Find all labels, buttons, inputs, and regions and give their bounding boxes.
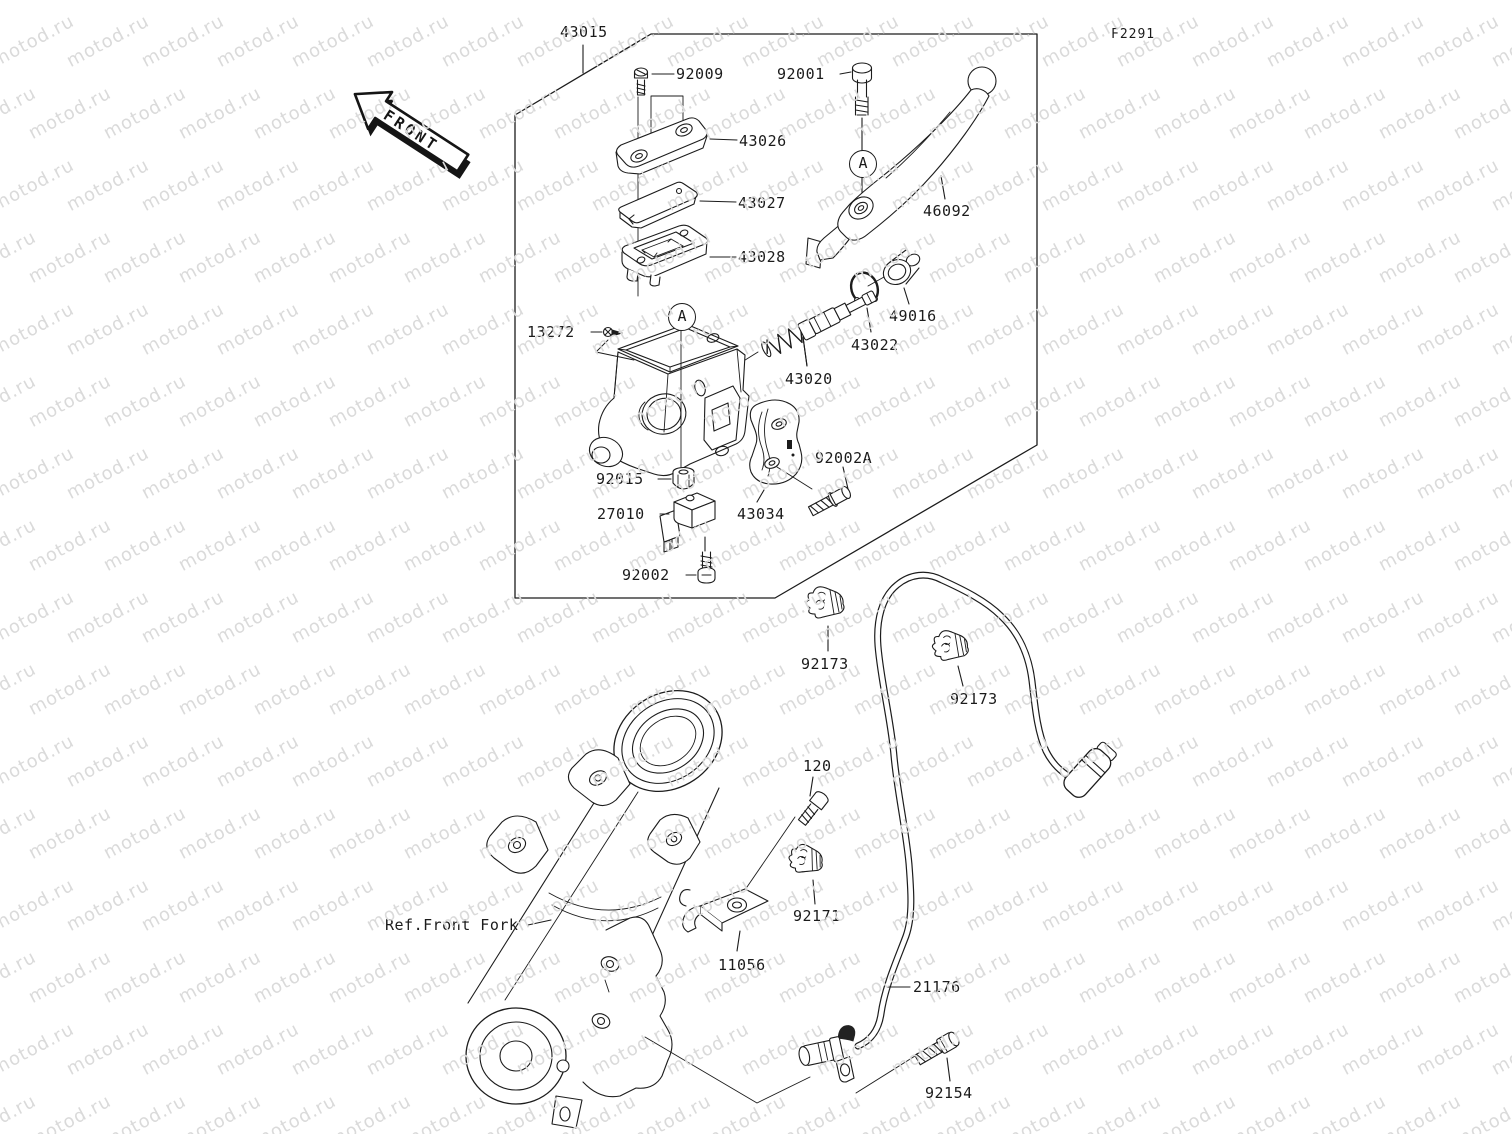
trim-clip-92171: [786, 842, 826, 904]
cable-clamp-92173-upper: [805, 586, 845, 651]
bolt-120: [747, 777, 830, 887]
locknut-92015: [658, 468, 694, 490]
figure-code: F2291: [1111, 27, 1156, 42]
brake-lever-46092: [806, 67, 996, 268]
switch-screw-92002: [686, 552, 715, 583]
sensor-lead-21176: [795, 575, 1120, 1090]
leader-lines: [803, 337, 807, 366]
cable-clamp-92173-lower: [931, 630, 969, 686]
dust-boot-49016: [879, 250, 922, 304]
brake-switch-27010: [660, 493, 715, 552]
front-arrow: FRONT: [340, 76, 471, 179]
bracket-11056: [680, 889, 768, 951]
handlebar-clamp-43034: [750, 400, 802, 502]
assembly-box-43015: [515, 34, 1037, 598]
clamp-bolt-92002A: [777, 467, 853, 518]
reservoir-tray-43028: [622, 225, 736, 286]
front-fork: [466, 670, 742, 1128]
sensor-bolt-92154: [913, 1030, 961, 1081]
reservoir-cap-43026: [616, 118, 737, 174]
pivot-bolt-92001: [840, 63, 872, 201]
piston-assembly-43020: [692, 277, 884, 393]
diaphragm-plate-43027: [619, 182, 736, 228]
speed-sensor-head: [795, 1025, 856, 1091]
connector-plug: [1060, 739, 1119, 801]
screw-13272: [591, 328, 634, 361]
assembly-pointer-lines: [645, 1037, 923, 1103]
master-cylinder-body: [585, 324, 749, 476]
